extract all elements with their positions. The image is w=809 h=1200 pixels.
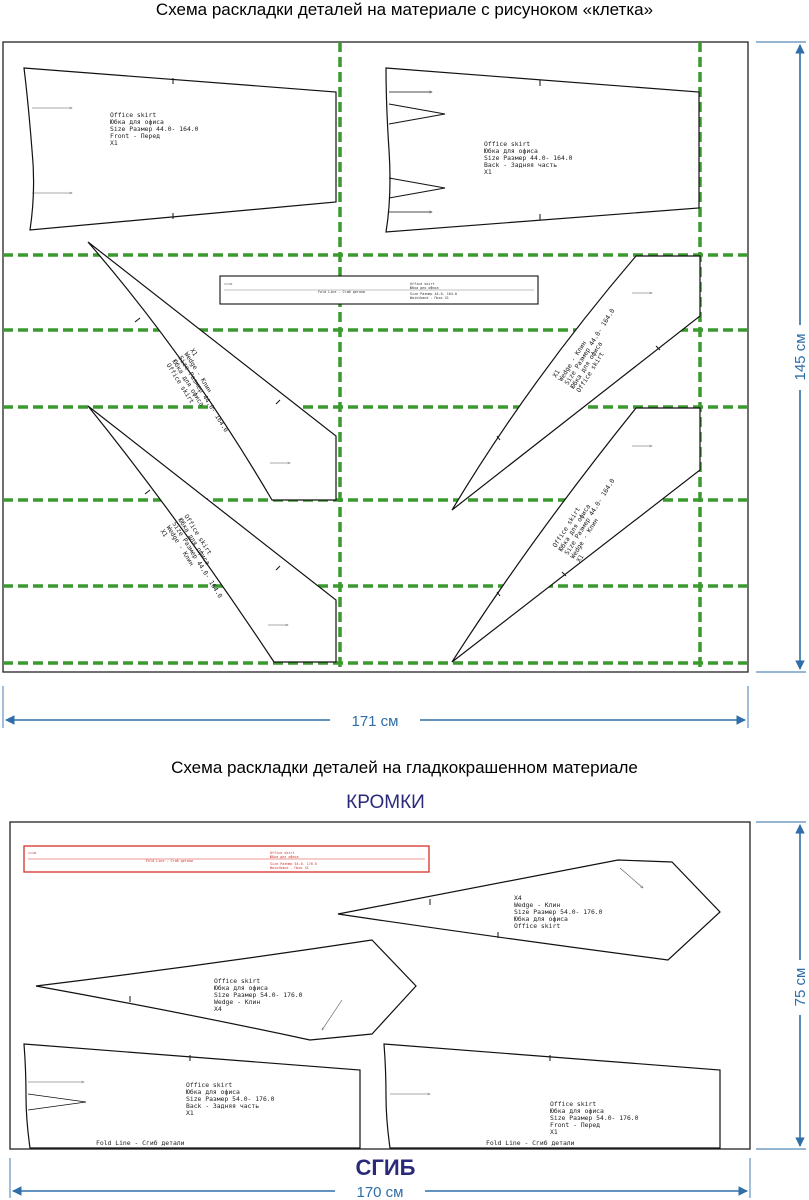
front-label-4: Front - Перед xyxy=(110,132,160,140)
wedge-top-label-4: Юбка для офиса xyxy=(514,915,568,923)
belt1-label-2: Юбка для офиса xyxy=(410,285,439,290)
back-label-5: X1 xyxy=(484,168,492,176)
scheme1-title: Схема раскладки деталей на материале с р… xyxy=(155,0,654,19)
edges-label: КРОМКИ xyxy=(346,792,425,813)
piece-front-plain: Office skirt Юбка для офиса Size Размер … xyxy=(383,1043,721,1149)
wedge-a-label-1: X1 xyxy=(188,347,199,358)
front-label-2: Юбка для офиса xyxy=(110,118,164,126)
front-label-1: Office skirt xyxy=(110,111,156,119)
piece-belt-plain: Fold Line - Сгиб детали Office skirt Юбк… xyxy=(23,845,430,873)
wedge-c-label-1: X1 xyxy=(551,368,562,379)
scheme2-title: Схема раскладки деталей на гладкокрашенн… xyxy=(171,758,638,777)
dimension-height-2: 75 см xyxy=(756,821,809,1150)
back2-label-4: Back - Задняя часть xyxy=(186,1102,259,1110)
front-label-5: X1 xyxy=(110,139,118,147)
dimension-width-2: 170 см xyxy=(9,1158,751,1200)
piece-back-checked: Office skirt Юбка для офиса Size Размер … xyxy=(385,67,700,233)
wedge-top-label-3: Size Размер 54.0- 176.0 xyxy=(514,908,603,916)
back-label-4: Back - Задняя часть xyxy=(484,161,557,169)
back2-label-5: X1 xyxy=(186,1109,194,1117)
belt2-label-2: Юбка для офиса xyxy=(270,854,299,859)
piece-wedge-c: X1 Wedge - Клин Size Размер 44.0- 164.0 … xyxy=(451,255,701,511)
wedge-mid-label-1: Office skirt xyxy=(214,977,260,985)
dimension-height-1: 145 см xyxy=(756,41,809,673)
fold-label: СГИБ xyxy=(355,1155,416,1180)
wedge-mid-label-2: Юбка для офиса xyxy=(214,984,268,992)
wedge-mid-label-4: Wedge - Клин xyxy=(214,998,260,1006)
belt2-label-4: Waistband - Пояс X1 xyxy=(270,866,309,870)
belt2-label-1: Office skirt xyxy=(270,851,295,855)
back2-label-2: Юбка для офиса xyxy=(186,1088,240,1096)
wedge-mid-label-5: X4 xyxy=(214,1005,222,1013)
wedge-mid-label-3: Size Размер 54.0- 176.0 xyxy=(214,991,303,999)
wedge-d-label-5: X1 xyxy=(575,553,586,564)
front2-label-5: X1 xyxy=(550,1128,558,1136)
back-label-3: Size Размер 44.0- 164.0 xyxy=(484,154,573,162)
width-label-2: 170 см xyxy=(356,1184,403,1200)
back-label-2: Юбка для офиса xyxy=(484,147,538,155)
front2-fold: Fold Line - Сгиб детали xyxy=(486,1139,575,1147)
fabric-plain xyxy=(9,821,751,1150)
wedge-top-label-2: Wedge - Клин xyxy=(514,901,560,909)
piece-front-checked: Office skirt Юбка для офиса Size Размер … xyxy=(23,67,337,231)
piece-wedge-mid-plain: Office skirt Юбка для офиса Size Размер … xyxy=(35,939,417,1041)
piece-belt-checked: Fold Line - Сгиб детали Office skirt Юбк… xyxy=(219,275,539,305)
back2-label-3: Size Размер 54.0- 176.0 xyxy=(186,1095,275,1103)
belt1-fold: Fold Line - Сгиб детали xyxy=(318,289,365,294)
belt2-fold: Fold Line - Сгиб детали xyxy=(146,858,193,863)
front2-label-1: Office skirt xyxy=(550,1100,596,1108)
back-label-1: Office skirt xyxy=(484,140,530,148)
front2-label-2: Юбка для офиса xyxy=(550,1107,604,1115)
front-label-3: Size Размер 44.0- 164.0 xyxy=(110,125,199,133)
fabric-checked xyxy=(2,41,749,673)
belt1-label-1: Office skirt xyxy=(410,282,435,286)
piece-wedge-top-plain: X4 Wedge - Клин Size Размер 54.0- 176.0 … xyxy=(337,859,721,961)
wedge-top-label-5: Office skirt xyxy=(514,922,560,930)
height-label-2: 75 см xyxy=(792,968,809,1007)
back2-label-1: Office skirt xyxy=(186,1081,232,1089)
piece-wedge-d: Office skirt Юбка для офиса Size Размер … xyxy=(451,407,701,663)
wedge-top-label-1: X4 xyxy=(514,894,522,902)
piece-back-plain: Office skirt Юбка для офиса Size Размер … xyxy=(23,1043,361,1149)
belt1-label-4: Waistband - Пояс X1 xyxy=(410,296,449,300)
wedge-b-label-5: X1 xyxy=(159,528,170,539)
height-label-1: 145 см xyxy=(792,333,809,380)
belt2-label-3: Size Размер 54.0- 176.0 xyxy=(270,862,317,866)
belt1-label-3: Size Размер 44.0- 164.0 xyxy=(410,292,457,296)
dimension-width-1: 171 см xyxy=(2,686,749,730)
width-label-1: 171 см xyxy=(351,713,398,730)
back2-fold: Fold Line - Сгиб детали xyxy=(96,1139,185,1147)
front2-label-3: Size Размер 54.0- 176.0 xyxy=(550,1114,639,1122)
front2-label-4: Front - Перед xyxy=(550,1121,600,1129)
